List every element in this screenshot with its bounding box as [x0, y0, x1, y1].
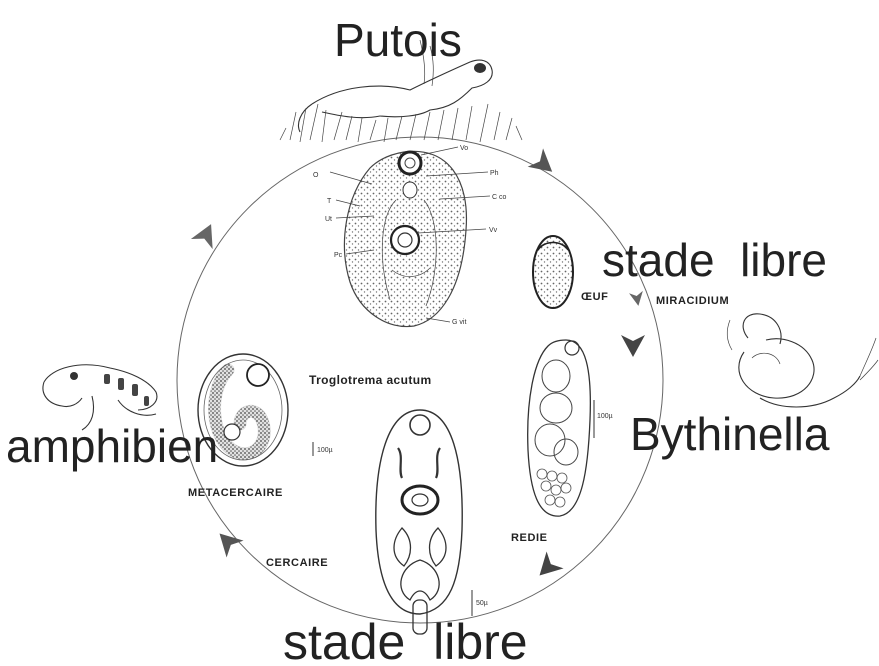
label-miracidium: MIRACIDIUM [656, 295, 729, 307]
cycle-arrow-miracidium [629, 291, 645, 307]
cycle-arrow-bottom-left [211, 525, 244, 558]
svg-text:100µ: 100µ [317, 447, 333, 454]
scale-bar-cercaire: 50µ [472, 590, 488, 616]
anatomy-label-cco: C co [492, 194, 507, 201]
scale-bar-metacercaire: 100µ [313, 442, 333, 456]
anatomy-label-vo: Vo [460, 145, 468, 152]
anatomy-label-pc: Pc [334, 252, 343, 259]
egg-drawing [533, 236, 573, 308]
label-species: Troglotrema acutum [309, 373, 432, 387]
label-amphibien: amphibien [6, 420, 218, 472]
label-stade-libre-top: stade libre [602, 234, 827, 286]
anatomy-label-ut: Ut [325, 216, 332, 223]
label-cercaire: CERCAIRE [266, 557, 328, 569]
scale-bar-redie: 100µ [594, 400, 613, 438]
label-putois: Putois [334, 14, 462, 66]
anatomy-label-gvit: G vit [452, 319, 466, 326]
label-oeuf: ŒUF [581, 291, 608, 303]
anatomy-label-t: T [327, 198, 332, 205]
anatomy-label-o: O [313, 172, 319, 179]
anatomy-label-ph: Ph [490, 170, 499, 177]
redia-drawing [528, 340, 591, 516]
cycle-arrow-top-left [191, 219, 222, 249]
svg-text:100µ: 100µ [597, 413, 613, 420]
label-bythinella: Bythinella [630, 408, 830, 460]
snail-drawing [727, 314, 878, 407]
label-stade-libre-bottom: stade libre [283, 614, 528, 666]
cycle-arrow-right-down [621, 335, 645, 357]
cercaria-drawing [376, 410, 462, 634]
label-redie: REDIE [511, 532, 548, 544]
svg-text:50µ: 50µ [476, 600, 488, 607]
anatomy-label-vv: Vv [489, 227, 498, 234]
label-metacercaire: METACERCAIRE [188, 487, 283, 499]
adult-fluke-drawing [330, 147, 490, 327]
